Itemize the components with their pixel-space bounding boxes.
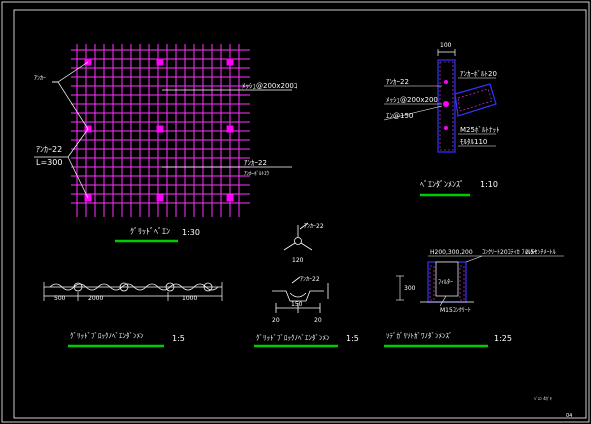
detail-a-dim-2: 2000 <box>88 295 103 302</box>
anchor-node <box>156 58 164 66</box>
plan-label-bolt-length: L=300 <box>36 158 62 167</box>
detail-a-scale: 1:5 <box>172 334 185 343</box>
detail-c-drawing <box>396 255 564 307</box>
detail-a-dim-3: 1000 <box>182 295 197 302</box>
plan-anchor-nodes <box>84 58 234 202</box>
detail-c-label-right-2: 2.5ｾﾝﾁﾒｰﾄﾙ <box>525 249 556 256</box>
anchor-node <box>226 194 234 202</box>
section-title: ﾍﾞｴﾝﾀﾞﾝﾒﾝｽﾞ <box>420 180 464 189</box>
detail-c-label-bottom: M15ｺﾝｸﾘｰﾄ <box>440 307 471 314</box>
detail-c-label-top: H200,300,200 <box>430 249 473 256</box>
detail-b-drawing <box>272 222 329 313</box>
section-scale: 1:10 <box>480 180 498 189</box>
detail-c-label-inner: ﾌｨﾙﾀｰ <box>438 279 453 286</box>
detail-b-dim-side-right: 20 <box>314 317 322 324</box>
footer-sheet-number: 04 <box>566 413 572 419</box>
detail-a-title: ｸﾞﾘｯﾄﾞﾌﾞﾛｯｸﾉﾍﾞｴﾝﾀﾞﾝﾒﾝ <box>70 332 144 340</box>
anchor-node <box>156 194 164 202</box>
detail-b-label-top-dim: 120 <box>292 257 304 264</box>
detail-a-drawing <box>43 282 223 301</box>
plan-leaders <box>34 61 292 199</box>
detail-b-dim-side-left: 20 <box>272 317 280 324</box>
detail-b-dim-bottom: 150 <box>291 301 303 308</box>
inner-frame <box>13 9 587 419</box>
plan-title: ｸﾞﾘｯﾄﾞﾍﾞｴﾝ <box>130 227 170 236</box>
section-drawing <box>383 49 497 153</box>
section-label-anchor: ｱﾝｶｰ22 <box>386 78 409 86</box>
detail-b-label-mid: ｱﾝｶｰ22 <box>300 276 320 283</box>
footer-stamp: ﾍﾞｴﾝ 4ｶﾞｷ <box>534 396 552 401</box>
section-label-right-top: ｱﾝｶｰﾎﾞﾙﾄ20 <box>460 70 497 78</box>
plan-scale: 1:30 <box>182 228 200 237</box>
plan-label-anchor: ｱﾝｶｰ <box>34 75 46 82</box>
section-label-right-bottom: ﾓﾙﾀﾙ110 <box>460 138 487 146</box>
anchor-node <box>226 125 234 133</box>
section-label-mesh: ﾒｯｼｭ@200x200 <box>386 96 438 104</box>
plan-label-bolt: ｱﾝｶｰ22 <box>36 145 62 154</box>
detail-b-scale: 1:5 <box>346 334 359 343</box>
detail-c-label-right: ｺﾝｸﾘｰﾄ20ｺﾃｨｶ ﾌｨﾙﾀｰ <box>482 249 537 256</box>
plan-grid <box>71 44 250 217</box>
section-dim-top: 100 <box>440 42 452 49</box>
anchor-node <box>156 125 164 133</box>
section-label-right-mid: M25ﾎﾞﾙﾄﾅｯﾄ <box>460 126 499 134</box>
anchor-node <box>226 58 234 66</box>
plan-label-bar: ｱﾝｶｰ22 <box>244 159 267 167</box>
detail-c-title: ｿﾃﾞｶﾞﾘｿﾄｶﾞﾜﾉﾀﾞﾝﾒﾝｽﾞ <box>386 332 453 340</box>
section-label-rebar: ｴﾝ@150 <box>386 112 413 120</box>
detail-a-dim-1: 500 <box>54 295 66 302</box>
plan-label-mesh: ﾒｯｼｭ@200x200ｺ <box>242 82 297 90</box>
detail-c-scale: 1:25 <box>494 334 512 343</box>
plan-label-bar-sub: ｱﾝｶｰﾎﾞﾙﾄﾕｳ <box>244 170 270 177</box>
detail-c-dim-side: 300 <box>404 285 416 292</box>
detail-b-title: ｸﾞﾘｯﾄﾞﾌﾞﾛｯｸﾉﾍﾞｴﾝﾀﾞﾝﾒﾝ <box>256 334 330 342</box>
detail-b-label-top: ｱﾝｶｰ22 <box>304 223 324 230</box>
